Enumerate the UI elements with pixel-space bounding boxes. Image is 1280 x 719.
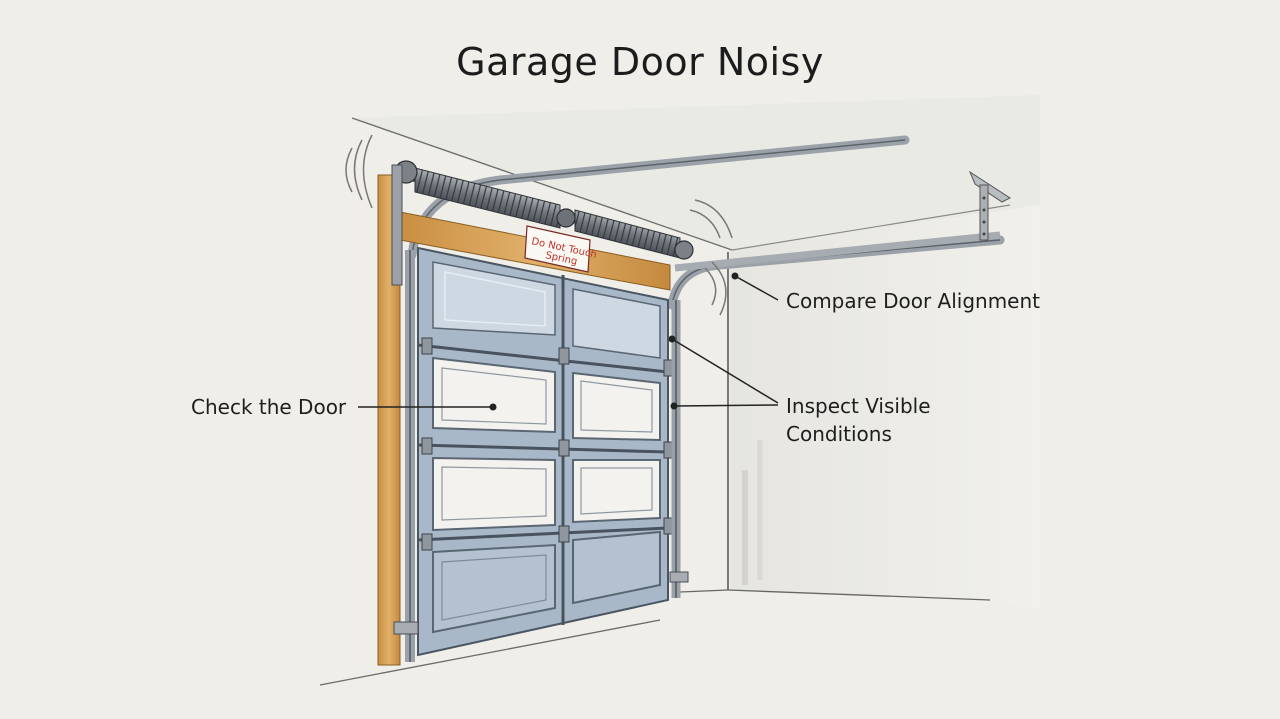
noise-arcs	[345, 134, 733, 316]
warning-sign: Do Not Touch Spring	[524, 225, 598, 273]
callout-line-inspect-1	[671, 338, 779, 404]
callout-inspect-conditions: Inspect Visible Conditions	[786, 392, 931, 448]
garage-door	[417, 246, 675, 657]
callout-lines	[358, 272, 779, 411]
callout-inspect-line-2: Conditions	[786, 422, 892, 446]
vertical-tracks	[393, 250, 689, 662]
callout-dot-check-door	[489, 403, 497, 411]
callout-dot-alignment	[731, 272, 739, 280]
callout-dot-inspect-2	[670, 402, 678, 410]
callout-line-inspect-2	[673, 404, 779, 407]
callout-dot-inspect-1	[668, 335, 676, 343]
diagram-title: Garage Door Noisy	[456, 40, 824, 84]
torsion-spring	[391, 160, 694, 286]
callout-compare-alignment: Compare Door Alignment	[786, 289, 1041, 313]
ceiling-hanger-bracket	[968, 170, 1012, 241]
callout-check-door: Check the Door	[191, 395, 347, 419]
callout-inspect-line-1: Inspect Visible	[786, 394, 931, 418]
callout-line-alignment	[734, 275, 779, 301]
room-walls	[319, 95, 1040, 686]
